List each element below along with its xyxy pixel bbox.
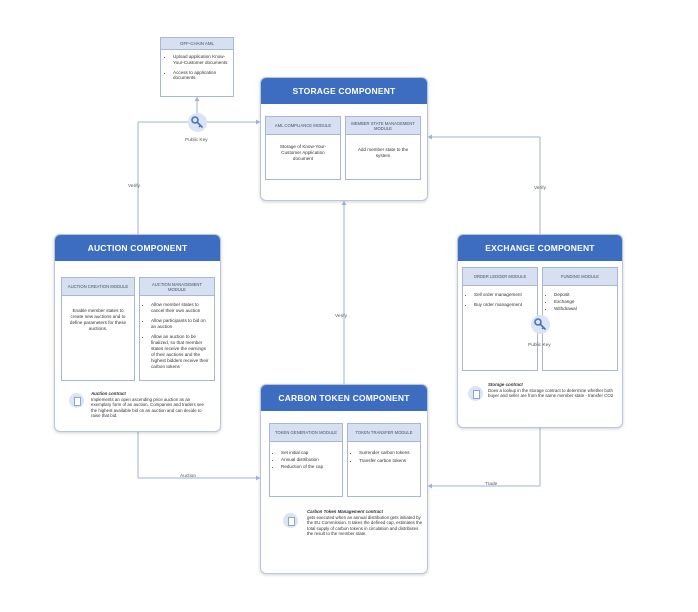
auction-management-module: AUCTION MANAGEMENT MODULE Allow member s… bbox=[139, 277, 215, 381]
key-icon bbox=[188, 113, 207, 132]
carbon-token-component: CARBON TOKEN COMPONENT TOKEN GENERATION … bbox=[260, 384, 428, 574]
funding-module: FUNDING MODULE Deposit Exchange Withdraw… bbox=[542, 267, 618, 371]
key-icon bbox=[531, 315, 550, 334]
module-body: Storage of Know-Your-Customer Applicatio… bbox=[279, 144, 327, 161]
token-generation-list: Set initial cap Annual distribution Redu… bbox=[273, 450, 338, 470]
verify-label-right: Verify bbox=[534, 186, 546, 191]
storage-component: STORAGE COMPONENT AML COMPLIANCE MODULE … bbox=[260, 77, 428, 201]
offchain-aml-list: Upload application Know-Your-Customer do… bbox=[161, 54, 233, 81]
list-item: Annual distribution bbox=[281, 457, 338, 463]
module-body: Add member state to the system bbox=[357, 147, 409, 158]
offchain-aml-box: OFF-CHAIN AML Upload application Know-Yo… bbox=[160, 37, 234, 97]
contract-title: Carbon Token Management contract bbox=[307, 509, 383, 514]
exchange-public-key-label: Public Key bbox=[528, 343, 551, 348]
list-item: Surrender carbon tokens bbox=[359, 450, 416, 456]
list-item: Transfer carbon tokens bbox=[359, 458, 416, 464]
list-item: Set initial cap bbox=[281, 450, 338, 456]
auction-component-title: AUCTION COMPONENT bbox=[55, 235, 220, 261]
module-header: ORDER LEDGER MODULE bbox=[463, 268, 537, 286]
public-key-label: Public Key bbox=[185, 138, 208, 143]
list-item: Allow participants to bid on an auction bbox=[151, 318, 210, 330]
token-transfer-module: TOKEN TRANSFER MODULE Surrender carbon t… bbox=[347, 423, 421, 497]
trade-flow-label: Trade bbox=[485, 482, 498, 487]
verify-label-center: Verify bbox=[335, 314, 347, 319]
module-header: AUCTION CREATION MODULE bbox=[62, 278, 134, 296]
order-ledger-module: ORDER LEDGER MODULE Sell order managemen… bbox=[462, 267, 538, 371]
list-item: Upload application Know-Your-Customer do… bbox=[173, 54, 233, 66]
funding-list: Deposit Exchange Withdrawal bbox=[546, 292, 613, 312]
verify-label-left: Verify bbox=[128, 184, 140, 189]
offchain-aml-title: OFF-CHAIN AML bbox=[161, 38, 233, 50]
document-icon bbox=[283, 513, 298, 528]
module-header: MEMBER STATE MANAGEMENT MODULE bbox=[346, 117, 420, 135]
contract-text: Implements an open ascending price aucti… bbox=[91, 396, 204, 419]
document-icon bbox=[69, 393, 84, 408]
list-item: Buy order management bbox=[474, 302, 533, 308]
module-header: AUCTION MANAGEMENT MODULE bbox=[140, 278, 214, 296]
module-body: Enable member states to create new aucti… bbox=[69, 308, 127, 331]
token-transfer-list: Surrender carbon tokens Transfer carbon … bbox=[351, 450, 416, 464]
carbon-token-contract-note: Carbon Token Management contract gets ex… bbox=[307, 509, 423, 537]
auction-contract-note: Auction contract Implements an open asce… bbox=[91, 391, 211, 419]
exchange-component: EXCHANGE COMPONENT ORDER LEDGER MODULE S… bbox=[457, 234, 623, 428]
exchange-component-title: EXCHANGE COMPONENT bbox=[458, 235, 622, 261]
list-item: Withdrawal bbox=[554, 306, 613, 312]
document-icon bbox=[468, 386, 483, 401]
auction-management-list: Allow member states to cancel their own … bbox=[143, 302, 210, 370]
storage-component-title: STORAGE COMPONENT bbox=[261, 78, 427, 104]
member-state-management-module: MEMBER STATE MANAGEMENT MODULE Add membe… bbox=[345, 116, 421, 180]
auction-creation-module: AUCTION CREATION MODULE Enable member st… bbox=[61, 277, 135, 381]
contract-title: Storage contract bbox=[488, 382, 523, 387]
module-header: TOKEN GENERATION MODULE bbox=[270, 424, 342, 442]
list-item: Access to application documents bbox=[173, 70, 233, 82]
contract-title: Auction contract bbox=[91, 391, 126, 396]
aml-compliance-module: AML COMPLIANCE MODULE Storage of Know-Yo… bbox=[265, 116, 341, 180]
list-item: Sell order management bbox=[474, 292, 533, 298]
list-item: Exchange bbox=[554, 299, 613, 305]
auction-component: AUCTION COMPONENT AUCTION CREATION MODUL… bbox=[54, 234, 221, 432]
list-item: Allow member states to cancel their own … bbox=[151, 302, 210, 314]
token-generation-module: TOKEN GENERATION MODULE Set initial cap … bbox=[269, 423, 343, 497]
storage-contract-note: Storage contract Does a lookup in the st… bbox=[488, 382, 616, 399]
module-header: TOKEN TRANSFER MODULE bbox=[348, 424, 420, 442]
contract-text: gets executed when an annual distributio… bbox=[307, 514, 423, 537]
contract-text: Does a lookup in the storage contract to… bbox=[488, 387, 614, 399]
carbon-token-component-title: CARBON TOKEN COMPONENT bbox=[261, 385, 427, 411]
module-header: FUNDING MODULE bbox=[543, 268, 617, 286]
list-item: Deposit bbox=[554, 292, 613, 298]
list-item: Allow an auction to be finalized, so tha… bbox=[151, 334, 210, 370]
auction-flow-label: Auction bbox=[180, 474, 196, 479]
module-header: AML COMPLIANCE MODULE bbox=[266, 117, 340, 135]
order-ledger-list: Sell order management Buy order manageme… bbox=[466, 292, 533, 308]
list-item: Reduction of the cap bbox=[281, 464, 338, 470]
